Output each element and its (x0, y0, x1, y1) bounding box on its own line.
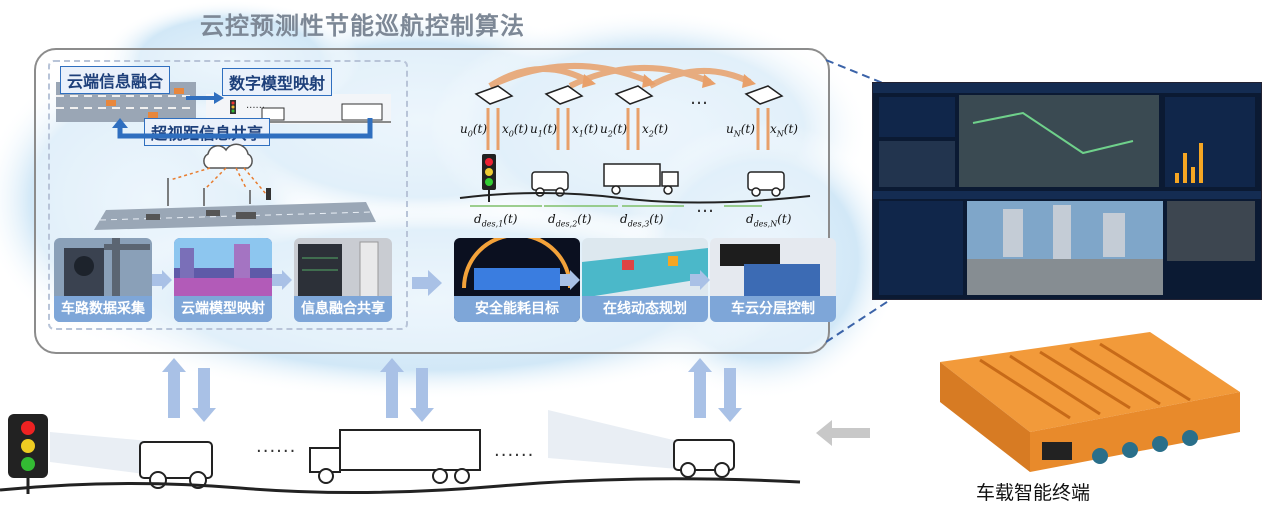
var-d2: ddes,2(t) (548, 212, 592, 229)
step-safety-energy-target: 安全能耗目标 (454, 238, 580, 322)
vehicle-terminal-label: 车载智能终端 (976, 482, 1091, 504)
step-label: 云端模型映射 (174, 296, 272, 322)
step-online-dynamic-planning: 在线动态规划 (582, 238, 708, 322)
step-label: 安全能耗目标 (454, 296, 580, 322)
step-label: 车路数据采集 (54, 296, 152, 322)
var-xN: xN(t) (770, 122, 798, 139)
vehicle-terminal-device (940, 332, 1240, 472)
road-scene (0, 358, 801, 495)
cloud-fusion-label: 云端信息融合 (60, 66, 171, 94)
left-step-arrows (152, 270, 292, 290)
var-x2: x2(t) (642, 122, 669, 139)
var-u0: u0(t) (460, 122, 488, 139)
center-arrow (412, 270, 442, 296)
fusion-flow-arrows (112, 92, 373, 139)
uplink-downlink-arrows (162, 358, 742, 422)
terminal-arrow (816, 420, 870, 446)
step-vehicle-road-data: 车路数据采集 (54, 238, 152, 322)
var-u2: u2(t) (600, 122, 628, 139)
cruise-schematic (459, 63, 811, 207)
step-cloud-model-mapping: 云端模型映射 (174, 238, 272, 322)
fusion-dashed-box (48, 60, 408, 330)
vehicle-ellipsis: … (690, 88, 709, 109)
var-d3: ddes,3(t) (620, 212, 664, 229)
suv-icon (139, 441, 213, 479)
ecu-box-icons (474, 85, 784, 105)
platform-connector-lines (826, 59, 891, 343)
digital-mapping-label: 数字模型映射 (222, 68, 333, 96)
cloud-platform-screen: 云控平台 (872, 82, 1262, 372)
var-x1: x1(t) (572, 122, 599, 139)
var-uN: uN(t) (726, 122, 755, 139)
mapping-ellipsis: ...... (246, 100, 266, 111)
truck-icon (339, 429, 481, 471)
distance-ellipsis: … (696, 196, 715, 217)
var-dN: ddes,N(t) (746, 212, 792, 229)
var-u1: u1(t) (530, 122, 558, 139)
road-ellipsis-2: ...... (494, 440, 535, 461)
right-step-arrows (560, 270, 710, 290)
step-vehicle-cloud-control: 车云分层控制 (710, 238, 836, 322)
step-label: 车云分层控制 (710, 296, 836, 322)
step-label: 信息融合共享 (294, 296, 392, 322)
road-ellipsis-1: ...... (256, 436, 297, 457)
step-label: 在线动态规划 (582, 296, 708, 322)
page-title: 云控预测性节能巡航控制算法 (200, 12, 525, 40)
v2x-network-scene (94, 143, 376, 230)
var-x0: x0(t) (502, 122, 529, 139)
var-d1: ddes,1(t) (474, 212, 518, 229)
step-info-fusion-sharing: 信息融合共享 (294, 238, 392, 322)
